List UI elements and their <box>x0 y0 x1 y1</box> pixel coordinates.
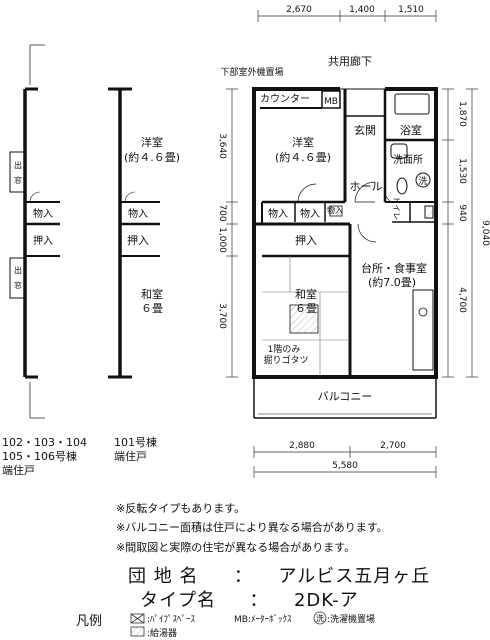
property-type-sep: ： <box>249 590 269 611</box>
property-name-value: アルビス五月ヶ丘 <box>278 566 431 587</box>
toilet-bowl <box>396 177 408 195</box>
label-outdoor-unit: 下部室外機置場 <box>220 66 283 78</box>
variant-a-exit-1: 出 <box>14 160 22 170</box>
label-counter: カウンター <box>260 93 310 105</box>
label-wash-mark: 洗 <box>418 175 427 187</box>
water-heater-swatch <box>130 626 145 637</box>
property-name-sep: ： <box>233 566 253 587</box>
dim-right-total: 9,040 <box>480 220 490 246</box>
dim-bottom-1: 2,880 <box>289 441 315 451</box>
label-western-room: 洋室 <box>292 135 314 149</box>
main-unit-plan <box>252 86 438 419</box>
kitchen-counter <box>412 289 434 371</box>
label-toilet: トイレ <box>392 196 401 220</box>
variant-b-japanese-size: ６畳 <box>141 302 163 315</box>
label-japanese-size: ６畳 <box>295 302 317 315</box>
dim-right-lower: 4,700 <box>457 287 467 313</box>
kotatsu-pit <box>289 304 319 334</box>
variant-a-caption: 102・103・104 105・106号棟 端住戸 <box>2 436 87 478</box>
label-washroom: 洗面所 <box>393 154 423 166</box>
variant-a-caption-line1: 102・103・104 <box>2 436 87 449</box>
dim-right-2: 1,530 <box>457 158 467 184</box>
pipe-space-swatch <box>130 613 145 624</box>
label-storage-2: 物入 <box>300 207 320 220</box>
legend-water-heater: :給湯器 <box>147 629 178 639</box>
dim-top-1: 2,670 <box>286 5 312 15</box>
laundry-mark <box>313 611 327 625</box>
variant-a-caption-line2: 105・106号棟 <box>2 450 77 463</box>
label-kotatsu-1: 1階のみ <box>268 344 301 355</box>
variant-b-western-size: (約４.６畳) <box>124 150 180 164</box>
label-oshiire: 押入 <box>295 233 317 247</box>
dim-top-3: 1,510 <box>398 5 424 15</box>
label-entrance: 玄関 <box>354 123 376 137</box>
label-storage-1: 物入 <box>268 207 288 220</box>
variant-b-caption: 101号棟 端住戸 <box>114 436 157 464</box>
tatami-lines <box>262 256 350 377</box>
label-balcony: バルコニー <box>318 390 373 403</box>
property-name-row: 団 地 名 ： アルビス五月ヶ丘 <box>128 562 430 588</box>
dim-right-1: 1,870 <box>457 101 467 127</box>
bathtub <box>394 93 430 115</box>
property-type-label: タイプ名 <box>140 590 216 611</box>
variant-b-japanese: 和室 <box>141 287 163 301</box>
variant-b-caption-line2: 端住戸 <box>114 450 147 463</box>
variant-a-window-1: 窓 <box>14 175 22 185</box>
variant-b-caption-line1: 101号棟 <box>114 436 157 449</box>
label-japanese-room: 和室 <box>295 287 317 301</box>
variant-b-western: 洋室 <box>141 135 163 149</box>
note-reversed: ※反転タイプもあります。 <box>116 502 246 515</box>
label-kitchen-size: (約7.0畳) <box>368 275 416 289</box>
dim-left-3: 1,000 <box>217 227 227 253</box>
washer-mark <box>415 172 431 188</box>
dim-top-2: 1,400 <box>349 5 375 15</box>
legend-pipe-space: :ﾊﾟｲﾌﾟｽﾍﾟｰｽ <box>147 615 196 625</box>
variant-a-exit-2: 出 <box>14 265 22 275</box>
legend-title: 凡例 <box>76 614 103 629</box>
variant-b-oshiire: 押入 <box>127 233 149 247</box>
dimension-lines <box>226 10 478 478</box>
label-bath: 浴室 <box>400 123 422 137</box>
variant-a-oshiire: 押入 <box>33 234 53 247</box>
property-type-row: タイプ名 ： 2DK-ア <box>140 586 359 612</box>
water-heater <box>424 205 434 219</box>
variant-b-plan <box>108 87 160 379</box>
label-kotatsu-2: 掘りゴタツ <box>263 354 308 366</box>
label-corridor: 共用廊下 <box>328 54 372 68</box>
dim-left-2: 700 <box>217 204 227 221</box>
label-mb: MB <box>324 97 338 107</box>
variant-a-caption-line3: 端住戸 <box>2 464 35 477</box>
legend-meter-box: MB:ﾒｰﾀｰﾎﾞｯｸｽ <box>234 615 292 625</box>
property-name-label: 団 地 名 <box>128 566 199 587</box>
property-type-value: 2DK-ア <box>293 590 359 611</box>
legend-laundry: :洗濯機置場 <box>327 615 376 625</box>
label-hall: ホール <box>350 180 383 193</box>
dim-right-3: 940 <box>457 204 467 221</box>
variant-a-plan <box>9 44 60 419</box>
variant-b-storage: 物入 <box>128 207 148 220</box>
legend-wash-mark: 洗 <box>316 613 324 623</box>
legend-icons <box>130 611 327 637</box>
dim-bottom-total: 5,580 <box>332 461 358 471</box>
dim-left-4: 3,700 <box>217 303 227 329</box>
label-kitchen: 台所・食事室 <box>361 261 427 275</box>
label-storage-3: 物入 <box>327 205 343 215</box>
dim-bottom-2: 2,700 <box>380 441 406 451</box>
note-difference: ※間取図と実際の住宅が異なる場合があります。 <box>116 541 356 554</box>
wash-basin <box>390 143 408 159</box>
meter-box <box>321 90 341 109</box>
dim-left-1: 3,640 <box>217 133 227 159</box>
label-western-size: (約４.６畳) <box>275 150 331 164</box>
note-balcony: ※バルコニー面積は住戸により異なる場合があります。 <box>116 521 388 534</box>
variant-a-storage: 物入 <box>33 207 53 220</box>
variant-a-window-2: 窓 <box>14 280 22 290</box>
